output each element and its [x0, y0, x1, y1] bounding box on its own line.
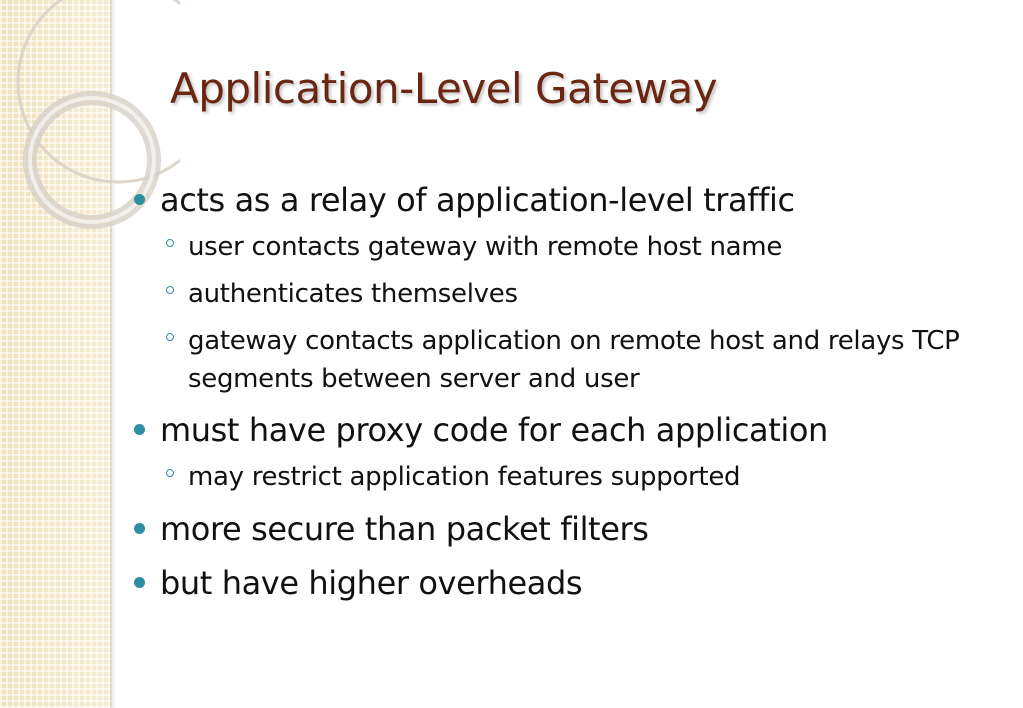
sub-bullet-item: may restrict application features suppor… — [134, 458, 1014, 497]
sub-bullet-text: gateway contacts application on remote h… — [188, 326, 960, 394]
bullet-dot-icon — [134, 523, 145, 534]
bullet-text: but have higher overheads — [160, 564, 583, 602]
bullet-dot-icon — [134, 577, 145, 588]
bullet-group: acts as a relay of application-level tra… — [134, 176, 1014, 398]
slide-title: Application-Level Gateway — [170, 64, 718, 113]
bullet-item: must have proxy code for each applicatio… — [134, 406, 1014, 454]
bullet-item: acts as a relay of application-level tra… — [134, 176, 1014, 224]
bullet-group: must have proxy code for each applicatio… — [134, 406, 1014, 497]
bullet-item: more secure than packet filters — [134, 505, 1014, 553]
sub-bullet-text: user contacts gateway with remote host n… — [188, 232, 783, 262]
sub-bullet-ring-icon — [166, 239, 174, 247]
sub-bullet-ring-icon — [166, 333, 174, 341]
bullet-dot-icon — [134, 194, 145, 205]
bullet-dot-icon — [134, 424, 145, 435]
sub-bullet-item: user contacts gateway with remote host n… — [134, 228, 1014, 267]
bullet-list: acts as a relay of application-level tra… — [134, 176, 1014, 613]
bullet-text: must have proxy code for each applicatio… — [160, 411, 828, 449]
side-band-shadow — [110, 0, 116, 708]
decorative-rings-icon — [16, 0, 180, 229]
sub-bullet-ring-icon — [166, 469, 174, 477]
bullet-text: acts as a relay of application-level tra… — [160, 181, 795, 219]
bullet-group: more secure than packet filters — [134, 505, 1014, 553]
sub-bullet-text: authenticates themselves — [188, 279, 518, 309]
sub-bullet-item: gateway contacts application on remote h… — [134, 322, 1014, 398]
bullet-text: more secure than packet filters — [160, 510, 649, 548]
sub-bullet-text: may restrict application features suppor… — [188, 462, 741, 492]
sub-bullet-ring-icon — [166, 286, 174, 294]
bullet-group: but have higher overheads — [134, 559, 1014, 607]
bullet-item: but have higher overheads — [134, 559, 1014, 607]
sub-bullet-item: authenticates themselves — [134, 275, 1014, 314]
